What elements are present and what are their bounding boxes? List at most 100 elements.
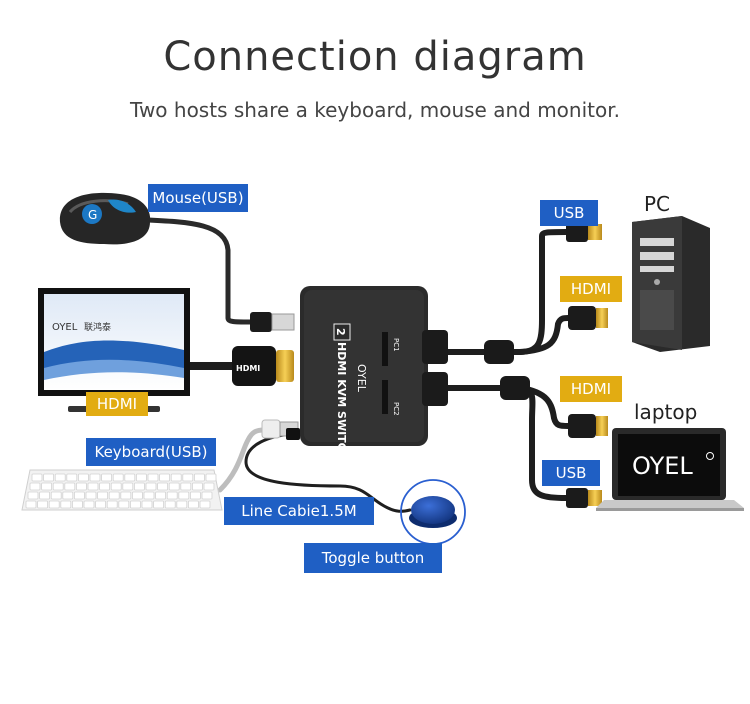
keyboard-key (25, 500, 37, 509)
keyboard-key (133, 482, 145, 491)
keyboard-key (145, 482, 157, 491)
keyboard-cable (217, 427, 267, 493)
kvm-brand-text: OYEL (355, 364, 368, 393)
keyboard-key (54, 473, 66, 482)
keyboard-key (191, 482, 203, 491)
mouse-usb-plug (250, 312, 295, 332)
keyboard-key (180, 482, 192, 491)
keyboard-key (147, 473, 159, 482)
kvm-text: 2 HDMI KVM SWITCH OYEL PC1 PC2 (334, 328, 400, 460)
keyboard-key (41, 482, 52, 491)
keyboard-key (99, 482, 110, 491)
ferrite-pc2 (500, 376, 530, 400)
pc2-hdmi-branch (517, 385, 571, 429)
label-monitor-hdmi: HDMI (86, 392, 148, 416)
keyboard-key (170, 473, 182, 482)
monitor-device: OYEL 联鸿泰 (38, 288, 190, 412)
label-keyboard-usb: Keyboard(USB) (86, 438, 216, 466)
ferrite-pc1 (484, 340, 514, 364)
toggle-jack (286, 428, 300, 440)
keyboard-key (159, 473, 171, 482)
keyboard-key (112, 473, 124, 482)
keyboard-key (193, 473, 205, 482)
mouse-cable (145, 217, 253, 325)
keyboard-key (85, 491, 97, 500)
kvm-port-pc1: PC1 (392, 338, 400, 352)
keyboard-key (37, 500, 48, 509)
kvm-model-text: HDMI KVM SWITCH (335, 342, 348, 460)
toggle-button-device (400, 479, 466, 545)
keyboard-key (74, 491, 85, 500)
keyboard-key (122, 482, 134, 491)
keyboard-key (199, 500, 211, 509)
keyboard-key (124, 473, 136, 482)
pc-usb-plug (566, 222, 602, 242)
keyboard-key (52, 482, 64, 491)
keyboard-key (157, 482, 169, 491)
keyboard-key (27, 491, 39, 500)
keyboard-key (118, 500, 130, 509)
laptop-brand-text: OYEL (632, 452, 693, 480)
pc-hdmi-plug (568, 306, 608, 330)
keyboard-key (166, 491, 178, 500)
pc-tower-device (632, 216, 710, 352)
svg-text:G: G (88, 208, 97, 222)
label-pc-hdmi: HDMI (560, 276, 622, 302)
kvm-switch (300, 286, 448, 446)
keyboard-key (131, 491, 143, 500)
pc1-cable (445, 229, 569, 355)
keyboard-key (62, 491, 74, 500)
kvm-port-pc2: PC2 (392, 402, 400, 416)
keyboard-key (108, 491, 120, 500)
keyboard-key (205, 473, 217, 482)
label-toggle-button: Toggle button (304, 543, 442, 573)
pc1-hdmi-branch (517, 315, 571, 355)
monitor-cn-text: 联鸿泰 (84, 321, 111, 333)
keyboard-key (164, 500, 176, 509)
label-pc: PC (644, 192, 671, 216)
laptop-usb-plug (566, 488, 602, 508)
keyboard-key (101, 473, 112, 482)
keyboard-key (50, 491, 62, 500)
keyboard-key (39, 491, 50, 500)
keyboard-key (155, 491, 167, 500)
label-laptop-hdmi: HDMI (560, 376, 622, 402)
keyboard-key (48, 500, 60, 509)
keyboard-key (97, 491, 108, 500)
keyboard-key (83, 500, 95, 509)
keyboard-key (31, 473, 43, 482)
label-laptop-usb: USB (542, 460, 600, 486)
keyboard-key (72, 500, 83, 509)
monitor-brand-text: OYEL (52, 322, 78, 333)
kvm-badge-text: 2 (334, 328, 347, 336)
svg-text:HDMI: HDMI (236, 364, 260, 373)
keyboard-key (187, 500, 199, 509)
keyboard-key (201, 491, 213, 500)
keyboard-key (176, 500, 188, 509)
laptop-device: OYEL (596, 428, 744, 511)
laptop-hdmi-plug (568, 414, 608, 438)
label-pc-usb: USB (540, 200, 598, 226)
keyboard-key (182, 473, 194, 482)
keyboard-key (78, 473, 89, 482)
keyboard-key (29, 482, 41, 491)
keyboard-device (21, 469, 223, 511)
keyboard-key (64, 482, 76, 491)
keyboard-key (189, 491, 201, 500)
page-subtitle: Two hosts share a keyboard, mouse and mo… (130, 98, 620, 122)
keyboard-key (178, 491, 190, 500)
keyboard-key (60, 500, 72, 509)
label-mouse-usb: Mouse(USB) (148, 184, 248, 212)
page-title: Connection diagram (163, 34, 587, 80)
keyboard-key (129, 500, 141, 509)
monitor-hdmi-plug: HDMI (232, 346, 294, 386)
keyboard-key (95, 500, 106, 509)
label-laptop: laptop (634, 400, 698, 424)
keyboard-key (168, 482, 180, 491)
toggle-cable (244, 432, 412, 513)
keyboard-key (87, 482, 99, 491)
keyboard-key (43, 473, 54, 482)
keyboard-key (110, 482, 122, 491)
